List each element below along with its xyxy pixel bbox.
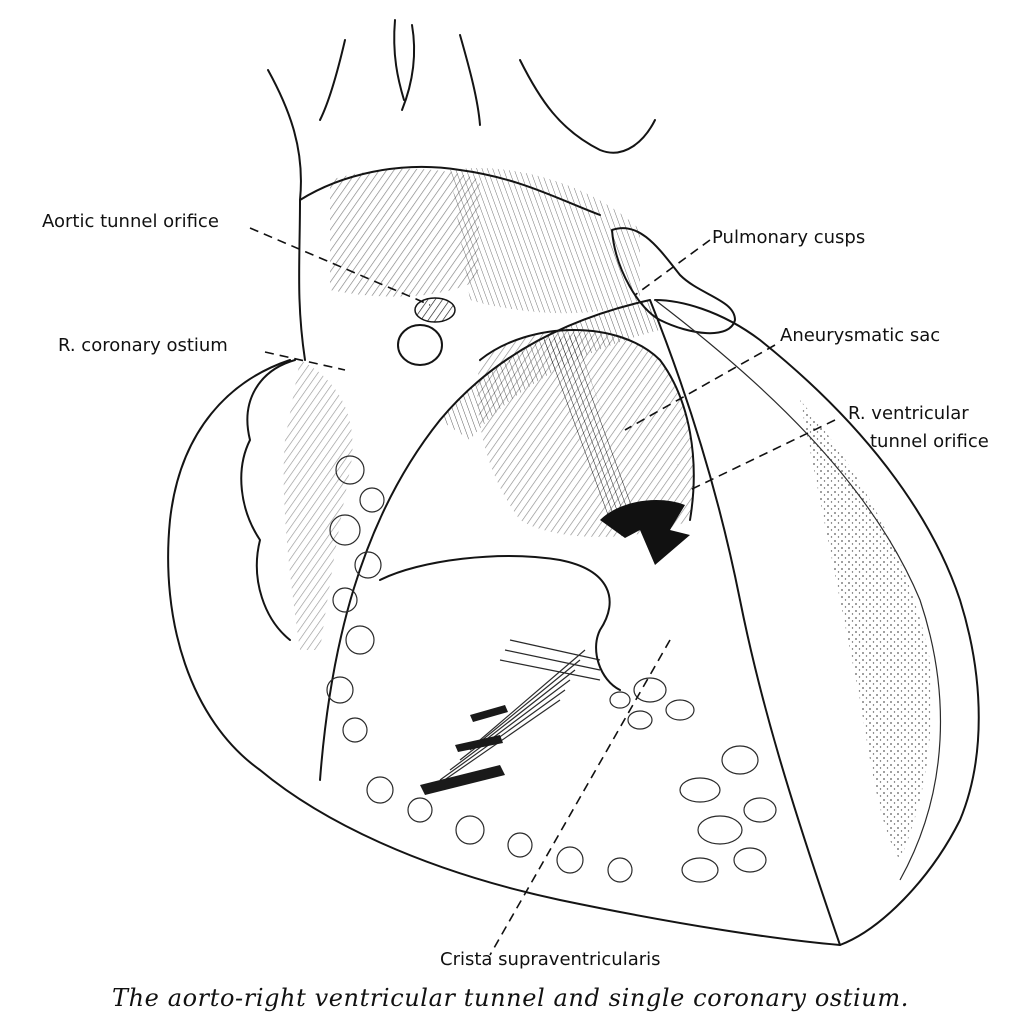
pulmonary-cusp-lobe (611, 227, 736, 335)
right-auricle (240, 359, 296, 641)
crista-ridge (379, 555, 621, 691)
figure-caption: The aorto-right ventricular tunnel and s… (112, 984, 909, 1012)
label-crista-supraventricularis: Crista supraventricularis (440, 949, 661, 970)
label-pulmonary-cusps: Pulmonary cusps (712, 227, 866, 248)
trabeculae-right (609, 677, 777, 883)
label-r-ventricular-line2: tunnel orifice (870, 431, 989, 452)
label-aneurysmatic-sac: Aneurysmatic sac (780, 325, 941, 346)
right-atrial-wall (283, 360, 353, 650)
label-aortic-tunnel-orifice: Aortic tunnel orifice (42, 211, 219, 232)
aortic-tunnel-orifice-mark (414, 297, 456, 323)
right-ventricle-opening (319, 299, 841, 946)
aorta-shading (330, 168, 480, 297)
tunnel-flow-arrow (600, 500, 690, 565)
label-r-coronary-ostium: R. coronary ostium (58, 335, 228, 356)
epicardial-contour (654, 299, 942, 881)
leader-lines (249, 227, 836, 956)
heart-outline (167, 299, 980, 946)
trabeculae-left (326, 455, 633, 883)
epicardial-fat-shading (800, 400, 932, 860)
pulmonary-trunk-shading (450, 168, 640, 314)
r-coronary-ostium-mark (397, 324, 443, 366)
chordae-tendineae (429, 639, 601, 791)
tunnel-channel (540, 335, 640, 528)
label-r-ventricular-line1: R. ventricular (848, 403, 969, 424)
papillary-muscle (420, 705, 508, 795)
